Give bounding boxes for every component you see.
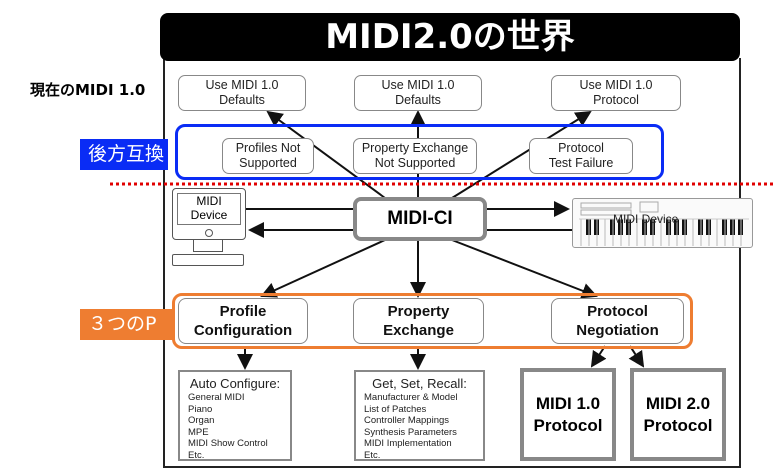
piano-keys bbox=[579, 201, 749, 246]
label: Property Exchange bbox=[361, 141, 469, 155]
label: Protocol bbox=[533, 415, 603, 435]
list-item: MIDI Implementation bbox=[364, 438, 452, 450]
label: Use MIDI 1.0 bbox=[579, 78, 653, 92]
auto-configure-list: Auto Configure: General MIDI Piano Organ… bbox=[178, 370, 292, 461]
power-button-icon bbox=[205, 229, 213, 237]
backward-compat-group bbox=[175, 124, 664, 180]
list-item: Synthesis Parameters bbox=[364, 426, 457, 438]
arrow-line bbox=[628, 345, 645, 368]
label: Defaults bbox=[395, 93, 441, 107]
arrow-line bbox=[260, 239, 386, 298]
arrow-line bbox=[451, 239, 598, 299]
get-set-recall-list: Get, Set, Recall: Manufacturer & Model L… bbox=[354, 370, 485, 461]
label: Protocol bbox=[593, 93, 639, 107]
current-midi-label: 現在のMIDI 1.0 bbox=[30, 81, 146, 99]
display-panel bbox=[639, 201, 659, 213]
label: Use MIDI 1.0 bbox=[381, 78, 455, 92]
label: Not Supported bbox=[374, 156, 456, 170]
three-p-group bbox=[172, 293, 693, 349]
midi-keyboard-icon: MIDI Device bbox=[572, 198, 753, 248]
list-item: MPE bbox=[188, 426, 209, 438]
diagram-frame bbox=[163, 58, 741, 468]
label: Supported bbox=[239, 156, 297, 170]
label: Negotiation bbox=[576, 322, 659, 339]
label: MIDI bbox=[196, 194, 222, 208]
list-item: Organ bbox=[188, 415, 215, 427]
list-item: Etc. bbox=[188, 449, 205, 461]
list-item: General MIDI bbox=[188, 392, 245, 403]
list-item: Piano bbox=[188, 403, 213, 415]
list-item: Manufacturer & Model bbox=[364, 392, 458, 403]
label: Protocol bbox=[643, 415, 713, 435]
label: Protocol bbox=[558, 141, 604, 155]
label: Profiles Not bbox=[235, 141, 301, 155]
label: Property bbox=[387, 303, 450, 320]
label: Profile bbox=[219, 303, 267, 320]
label: Protocol bbox=[587, 303, 648, 320]
label: Exchange bbox=[383, 322, 454, 339]
heading: Auto Configure: bbox=[189, 376, 281, 391]
label: MIDI 2.0 bbox=[645, 393, 711, 413]
label: MIDI Device bbox=[613, 212, 679, 226]
heading: Get, Set, Recall: bbox=[372, 376, 467, 391]
keyboard-icon bbox=[172, 254, 244, 266]
backward-compat-tag: 後方互換 bbox=[80, 139, 168, 170]
control-buttons-row bbox=[580, 209, 632, 216]
label: Configuration bbox=[193, 322, 293, 339]
list-item: Controller Mappings bbox=[364, 415, 450, 427]
three-p-tag: ３つのP bbox=[80, 309, 173, 340]
label: 後方互換 bbox=[88, 143, 165, 165]
arrow-line bbox=[590, 345, 607, 368]
label: ３つのP bbox=[88, 313, 157, 335]
list-item: Etc. bbox=[364, 449, 381, 461]
label: MIDI 1.0 bbox=[535, 393, 601, 413]
list-item: MIDI Show Control bbox=[188, 438, 268, 450]
computer-stand bbox=[193, 240, 223, 252]
control-buttons-row bbox=[580, 202, 632, 209]
label: Test Failure bbox=[548, 156, 614, 170]
page-title: MIDI2.0の世界 bbox=[160, 13, 740, 61]
label: Device bbox=[190, 208, 228, 222]
midi-ci-box: MIDI-CI bbox=[353, 197, 487, 241]
list-item: List of Patches bbox=[364, 403, 427, 415]
label: Defaults bbox=[219, 93, 265, 107]
label: Use MIDI 1.0 bbox=[205, 78, 279, 92]
